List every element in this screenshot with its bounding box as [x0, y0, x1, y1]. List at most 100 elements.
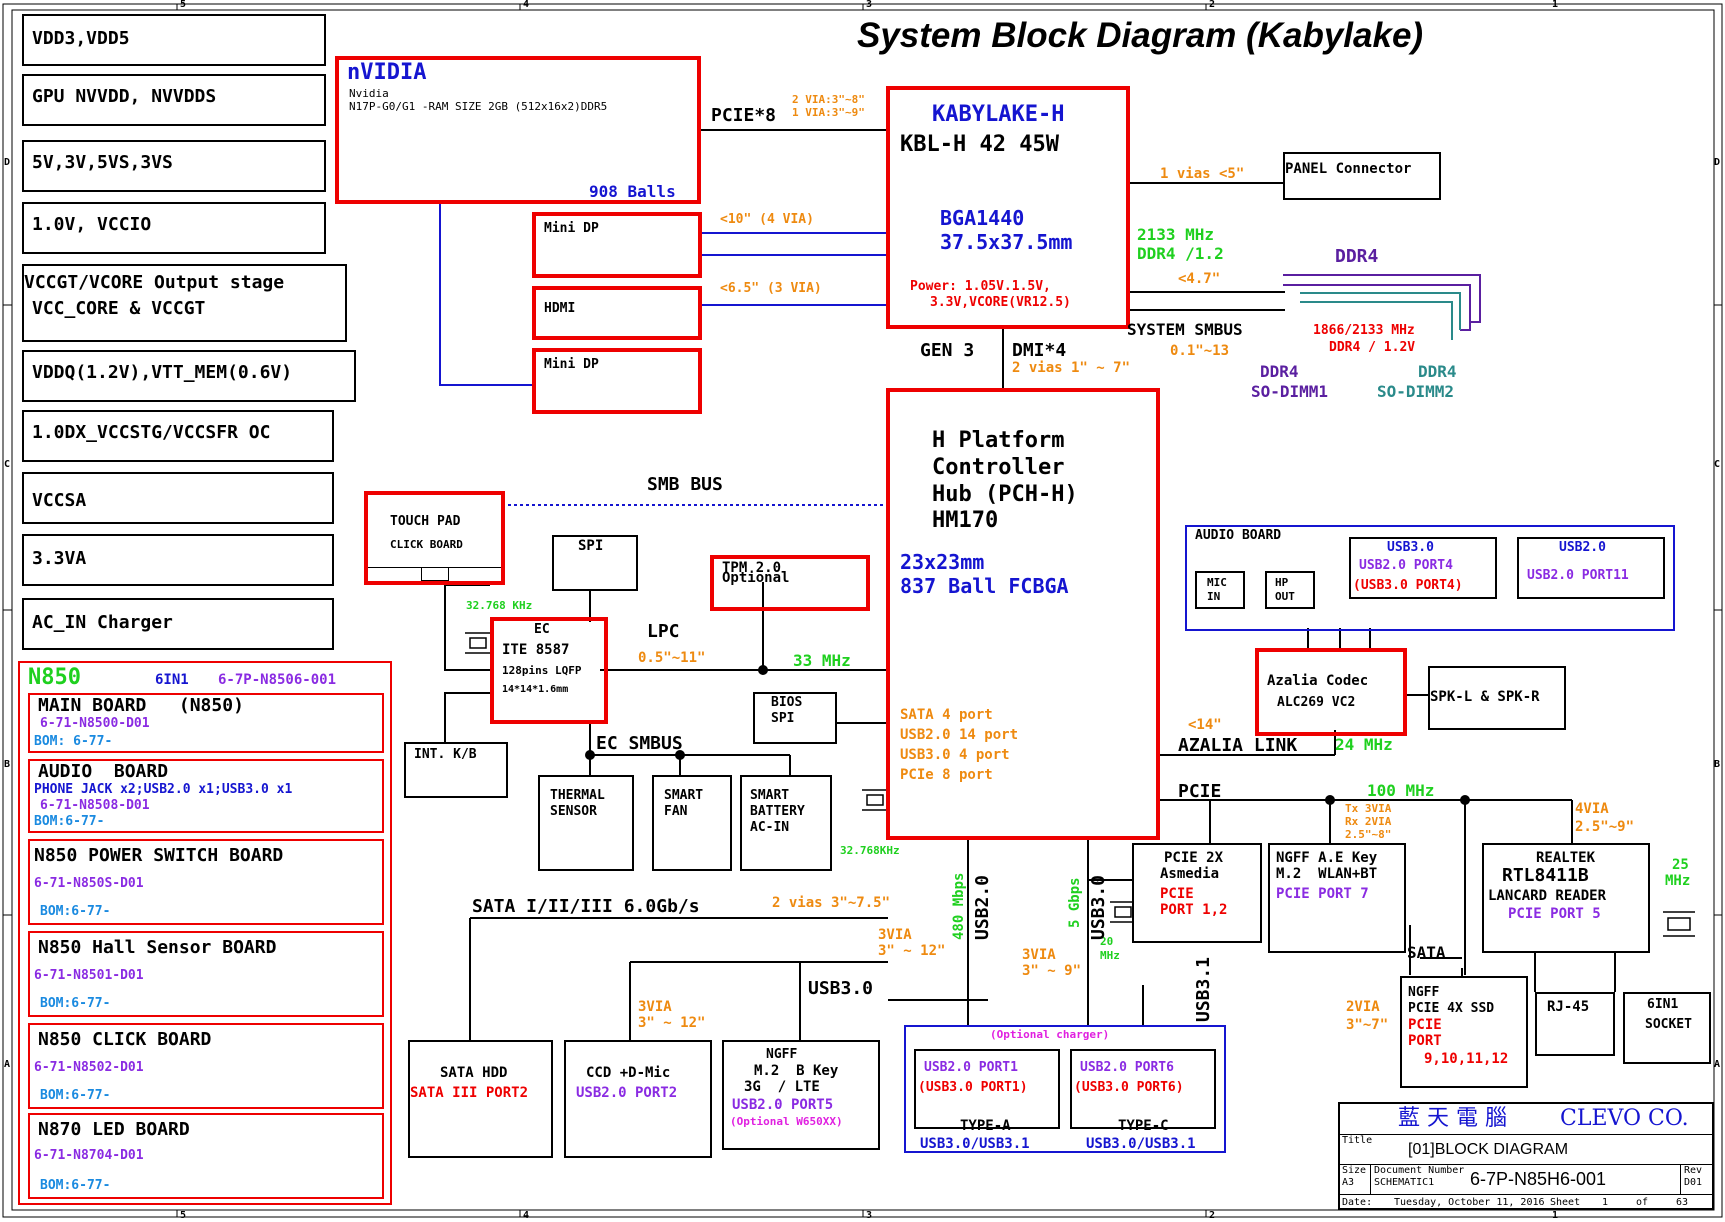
- ngff-ae-line1: NGFF A.E Key: [1276, 850, 1378, 866]
- audio-usb3-port-b: (USB3.0 PORT4): [1353, 578, 1463, 593]
- company-cn: 藍 天 電 腦: [1398, 1106, 1507, 1131]
- border-tick-left-d: D: [4, 157, 11, 168]
- border-tick-left-c: C: [4, 459, 11, 470]
- ccd-block: CCD +D-Mic USB2.0 PORT2: [564, 1040, 712, 1158]
- ec-smbus-label: EC SMBUS: [596, 733, 683, 754]
- ccd-via: 3VIA: [638, 999, 672, 1015]
- rail-label: VCCGT/VCORE Output stage: [24, 272, 285, 293]
- azalia-link-label: AZALIA LINK: [1178, 735, 1298, 756]
- of-label: of: [1636, 1197, 1649, 1208]
- ssd-line3: PCIE: [1408, 1017, 1442, 1033]
- usb-group-label2: USB3.0/USB3.1: [1086, 1136, 1196, 1152]
- usb-port1-a: USB2.0 PORT1: [924, 1060, 1018, 1075]
- pcie-bus-label: PCIE: [1178, 781, 1222, 802]
- audio-usb2-port-a: USB2.0 PORT11: [1527, 568, 1629, 583]
- board-item: N870 LED BOARD 6-71-N8704-D01 BOM:6-77-: [28, 1113, 384, 1199]
- board-name: AUDIO BOARD: [38, 761, 169, 782]
- usb3-bus-len: 3" ~ 9": [1022, 963, 1082, 979]
- usb-port1-type: TYPE-A: [960, 1118, 1011, 1134]
- codec-line1: Azalia Codec: [1267, 673, 1369, 689]
- smart-fan-block: SMART FAN: [652, 775, 732, 871]
- board-bom: BOM:6-77-: [40, 904, 111, 919]
- keyboard-block: INT. K/B: [404, 742, 508, 798]
- sata-hdd-block: SATA HDD SATA III PORT2: [408, 1040, 553, 1158]
- spi-label: SPI: [578, 538, 604, 554]
- usb-port6-type: TYPE-C: [1118, 1118, 1169, 1134]
- rail-label: 5V,3V,5VS,3VS: [32, 152, 173, 173]
- pcie-bus-freq: 100 MHz: [1367, 781, 1435, 800]
- ssd-line1: NGFF: [1408, 985, 1440, 1000]
- mem-len: <4.7": [1178, 271, 1221, 287]
- pcie8-via1: 2 VIA:3"~8": [792, 93, 865, 106]
- title-block-rule: [1370, 1164, 1371, 1194]
- ngff-ae-block: NGFF A.E Key M.2 WLAN+BT PCIE PORT 7: [1268, 843, 1406, 953]
- border-tick-right-b: B: [1714, 759, 1721, 770]
- rail-box: 1.0DX_VCCSTG/VCCSFR OC: [22, 410, 334, 462]
- title-block: 藍 天 電 腦 CLEVO CO. Title [01]BLOCK DIAGRA…: [1338, 1102, 1714, 1210]
- panel-connector: PANEL Connector: [1283, 152, 1441, 200]
- realtek-line2: RTL8411B: [1502, 865, 1589, 886]
- codec-len: <14": [1188, 717, 1222, 733]
- pch-line2: Controller: [932, 455, 1065, 480]
- hdmi-block: HDMI: [532, 286, 702, 340]
- speaker-block: SPK-L & SPK-R: [1428, 666, 1566, 730]
- pch-usb2: USB2.0 14 port: [900, 727, 1019, 743]
- board-part: 6-71-N8704-D01: [34, 1148, 144, 1163]
- sheet-number: 1: [1602, 1197, 1609, 1208]
- board-name: N850 Hall Sensor BOARD: [38, 937, 277, 958]
- board-item: AUDIO BOARD PHONE JACK x2;USB2.0 x1;USB3…: [28, 759, 384, 833]
- tpm-line1: TPM 2.0: [722, 560, 782, 576]
- pcie-len4: 2.5"~9": [1575, 819, 1635, 835]
- mem-ddr4: DDR4: [1335, 246, 1379, 267]
- ccd-line1: CCD +D-Mic: [586, 1065, 671, 1081]
- title-block-rule: [1680, 1164, 1681, 1194]
- usb2-bus-label: USB2.0: [972, 874, 993, 940]
- display-len2: <6.5" (3 VIA): [720, 281, 822, 296]
- cpu-name: KABYLAKE-H: [932, 102, 1065, 127]
- audio-usb3-label: USB3.0: [1387, 540, 1434, 555]
- ec-clock: 32.768 KHz: [466, 599, 533, 612]
- usb3-bus-via: 3VIA: [1022, 947, 1056, 963]
- ec-line4: 14*14*1.6mm: [502, 684, 569, 695]
- border-tick-top-3: 3: [866, 0, 873, 10]
- title-block-rule: [1340, 1164, 1712, 1165]
- border-tick-right-d: D: [1714, 157, 1721, 168]
- date-value: Tuesday, October 11, 2016: [1394, 1197, 1545, 1208]
- doc-sub: SCHEMATIC1: [1374, 1177, 1435, 1188]
- realtek-line3: LANCARD READER: [1488, 888, 1607, 904]
- speaker-label: SPK-L & SPK-R: [1430, 689, 1540, 705]
- board-item: MAIN BOARD (N850) 6-71-N8500-D01 BOM: 6-…: [28, 693, 384, 753]
- board-name: MAIN BOARD (N850): [38, 695, 244, 716]
- bios-line2: SPI: [771, 711, 795, 726]
- border-tick-bottom-4: 4: [523, 1210, 530, 1221]
- ccd-len: 3" ~ 12": [638, 1015, 706, 1031]
- rj45-block: RJ-45: [1535, 992, 1615, 1056]
- touchpad-line2: CLICK BOARD: [390, 538, 463, 551]
- minidp2-block: Mini DP: [532, 348, 702, 414]
- pch-line3: Hub (PCH-H): [932, 482, 1078, 507]
- audio-usb2-port: USB2.0 USB2.0 PORT11: [1517, 537, 1665, 599]
- mic-line1: MIC: [1207, 576, 1227, 589]
- realtek-freq-unit: MHz: [1665, 873, 1691, 889]
- gpu-vendor: Nvidia: [349, 87, 389, 100]
- gpu-balls: 908 Balls: [589, 182, 676, 201]
- ngff-b-block: NGFF M.2 B Key 3G / LTE USB2.0 PORT5 (Op…: [722, 1040, 880, 1150]
- rail-label: 1.0DX_VCCSTG/VCCSFR OC: [32, 422, 271, 443]
- board-item: N850 CLICK BOARD 6-71-N8502-D01 BOM:6-77…: [28, 1023, 384, 1109]
- rail-label: VCCSA: [32, 490, 87, 511]
- board-bom: BOM:6-77-: [40, 996, 111, 1011]
- ngff-b-line5: (Optional W650XX): [730, 1115, 843, 1128]
- mic-line2: IN: [1207, 590, 1221, 603]
- display-len1: <10" (4 VIA): [720, 212, 814, 227]
- rail-label: VDD3,VDD5: [32, 28, 130, 49]
- doc-label: Document Number: [1374, 1165, 1465, 1176]
- realtek-freq: 25: [1672, 857, 1689, 873]
- dimm1-type: DDR4: [1260, 362, 1299, 381]
- board-part: 6-71-N850S-D01: [34, 876, 144, 891]
- border-tick-left-b: B: [4, 759, 11, 770]
- minidp1-label: Mini DP: [544, 221, 599, 236]
- title-block-rule: [1340, 1194, 1712, 1195]
- rail-box: 1.0V, VCCIO: [22, 202, 326, 254]
- usb-port6-b: (USB3.0 PORT6): [1074, 1080, 1184, 1095]
- ssd-line5: 9,10,11,12: [1424, 1051, 1509, 1067]
